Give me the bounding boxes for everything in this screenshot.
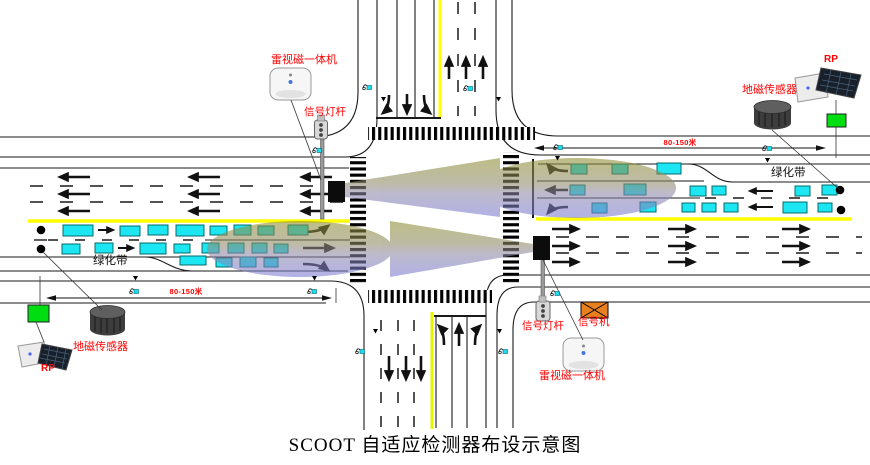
motorcycle-icon [553,144,563,151]
label-radar-unit-north: 雷视磁一体机 [271,54,337,66]
small-arrow-mark-icon [373,329,378,334]
label-geomagnetic-northeast: 地磁传感器 [742,84,797,96]
car-icon [701,202,717,213]
page-title: SCOOT 自适应检测器布设示意图 [288,435,582,456]
small-arrow-mark-icon [381,97,386,102]
label-rp-northeast: RP [824,54,838,65]
car-icon [173,243,191,254]
radar-beam-east-detector [207,221,533,277]
small-arrow-mark-icon [555,156,560,161]
car-icon [209,225,228,236]
label-signal-pole-north: 信号灯杆 [304,106,346,118]
sensor-cylinder-southwest-icon [89,305,126,336]
label-geomagnetic-southwest: 地磁传感器 [73,341,128,353]
label-signal-pole-south: 信号灯杆 [522,320,564,332]
motorcycle-icon [498,348,508,355]
label-radar-unit-south: 雷视磁一体机 [539,370,605,382]
car-icon [61,243,81,255]
car-icon [723,202,739,213]
geomagnetic-detector-dot-icon [836,205,846,215]
geomagnetic-detector-dot-icon [36,225,46,235]
motorcycle-icon [355,348,365,355]
car-icon [821,184,838,196]
small-arrow-mark-icon [133,276,138,281]
radar-camera-unit-south-icon [562,337,605,372]
motorcycle-icons [129,84,772,355]
car-icon [139,242,167,255]
label-green-belt-west: 绿化带 [93,255,128,267]
car-icon [175,224,205,237]
motorcycle-icon [463,85,473,92]
crosswalk-south [368,290,492,303]
car-icon [711,185,727,196]
car-icon [817,202,833,213]
radar-detector-box-icon [533,236,550,260]
dimension-west-approach [46,295,332,301]
car-icon [179,255,207,266]
motorcycle-icon [129,288,139,295]
lane-direction-arrows [56,54,812,383]
radar-detector-box-icon [328,181,345,202]
geomagnetic-detector-dot-icon [36,244,46,254]
motorcycle-icon [762,145,772,152]
car-icon [794,185,811,197]
solar-rp-unit-southwest-icon [17,341,73,371]
car-icon [119,225,141,237]
motorcycle-icon [362,84,372,91]
sensor-cylinder-northeast-icon [753,100,792,130]
junction-box-southwest-icon [27,304,50,323]
small-arrow-mark-icon [497,329,502,334]
small-arrow-mark-icon [312,276,317,281]
car-icon [94,242,114,254]
road-markings [0,0,870,430]
car-icon [689,185,707,197]
motorcycle-icon [312,147,322,154]
radar-camera-unit-north-icon [269,67,312,101]
car-icon [681,202,696,213]
junction-box-northeast-icon [826,113,847,128]
small-direction-marks [133,97,770,334]
car-icon [62,224,94,237]
signal-pole-north-assembly [314,114,345,220]
motorcycle-icon [550,290,560,297]
signal-controller-box-icon [580,301,609,319]
motorcycle-icon [307,288,317,295]
car-icon [147,224,169,236]
small-arrow-mark-icon [496,97,501,102]
label-rp-southwest: RP [41,363,55,374]
car-icon [782,201,808,214]
small-arrow-mark-icon [765,158,770,163]
car-icon [656,162,682,175]
label-distance-east: 80-150米 [663,138,697,147]
geomagnetic-detector-dots [36,185,846,254]
label-distance-west: 80-150米 [169,287,203,296]
signal-pole-south-assembly [533,236,551,322]
crosswalk-north [368,127,535,140]
label-signal-controller: 信号机 [578,316,610,328]
crosswalks [350,127,535,303]
connector-lines [35,99,841,343]
solar-rp-unit-northeast-icon [794,67,862,103]
dimension-east-approach [534,145,826,151]
label-green-belt-east: 绿化带 [771,167,806,179]
radar-beam-west-detector [345,158,676,218]
